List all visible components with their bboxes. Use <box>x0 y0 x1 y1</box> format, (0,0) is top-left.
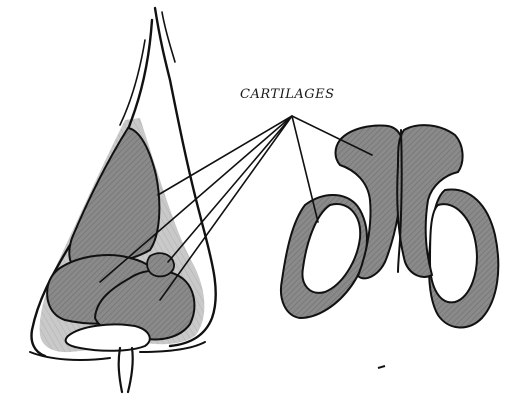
lip-base-line <box>30 352 110 360</box>
leader-line-sesamoid <box>168 116 292 262</box>
columella-line <box>119 348 122 392</box>
nose-inner-profile-2 <box>120 40 145 125</box>
cartilages-label: CARTILAGES <box>240 87 335 102</box>
stray-mark <box>378 366 385 368</box>
columella-line-2 <box>128 348 133 392</box>
sesamoid-cartilage <box>147 253 174 276</box>
leader-line-alar-dome <box>160 116 292 300</box>
nose-basal-view <box>281 125 498 368</box>
leader-line-upper-lateral <box>158 116 292 195</box>
nose-side-view <box>30 8 216 392</box>
upper-lateral-cartilage <box>69 128 159 268</box>
